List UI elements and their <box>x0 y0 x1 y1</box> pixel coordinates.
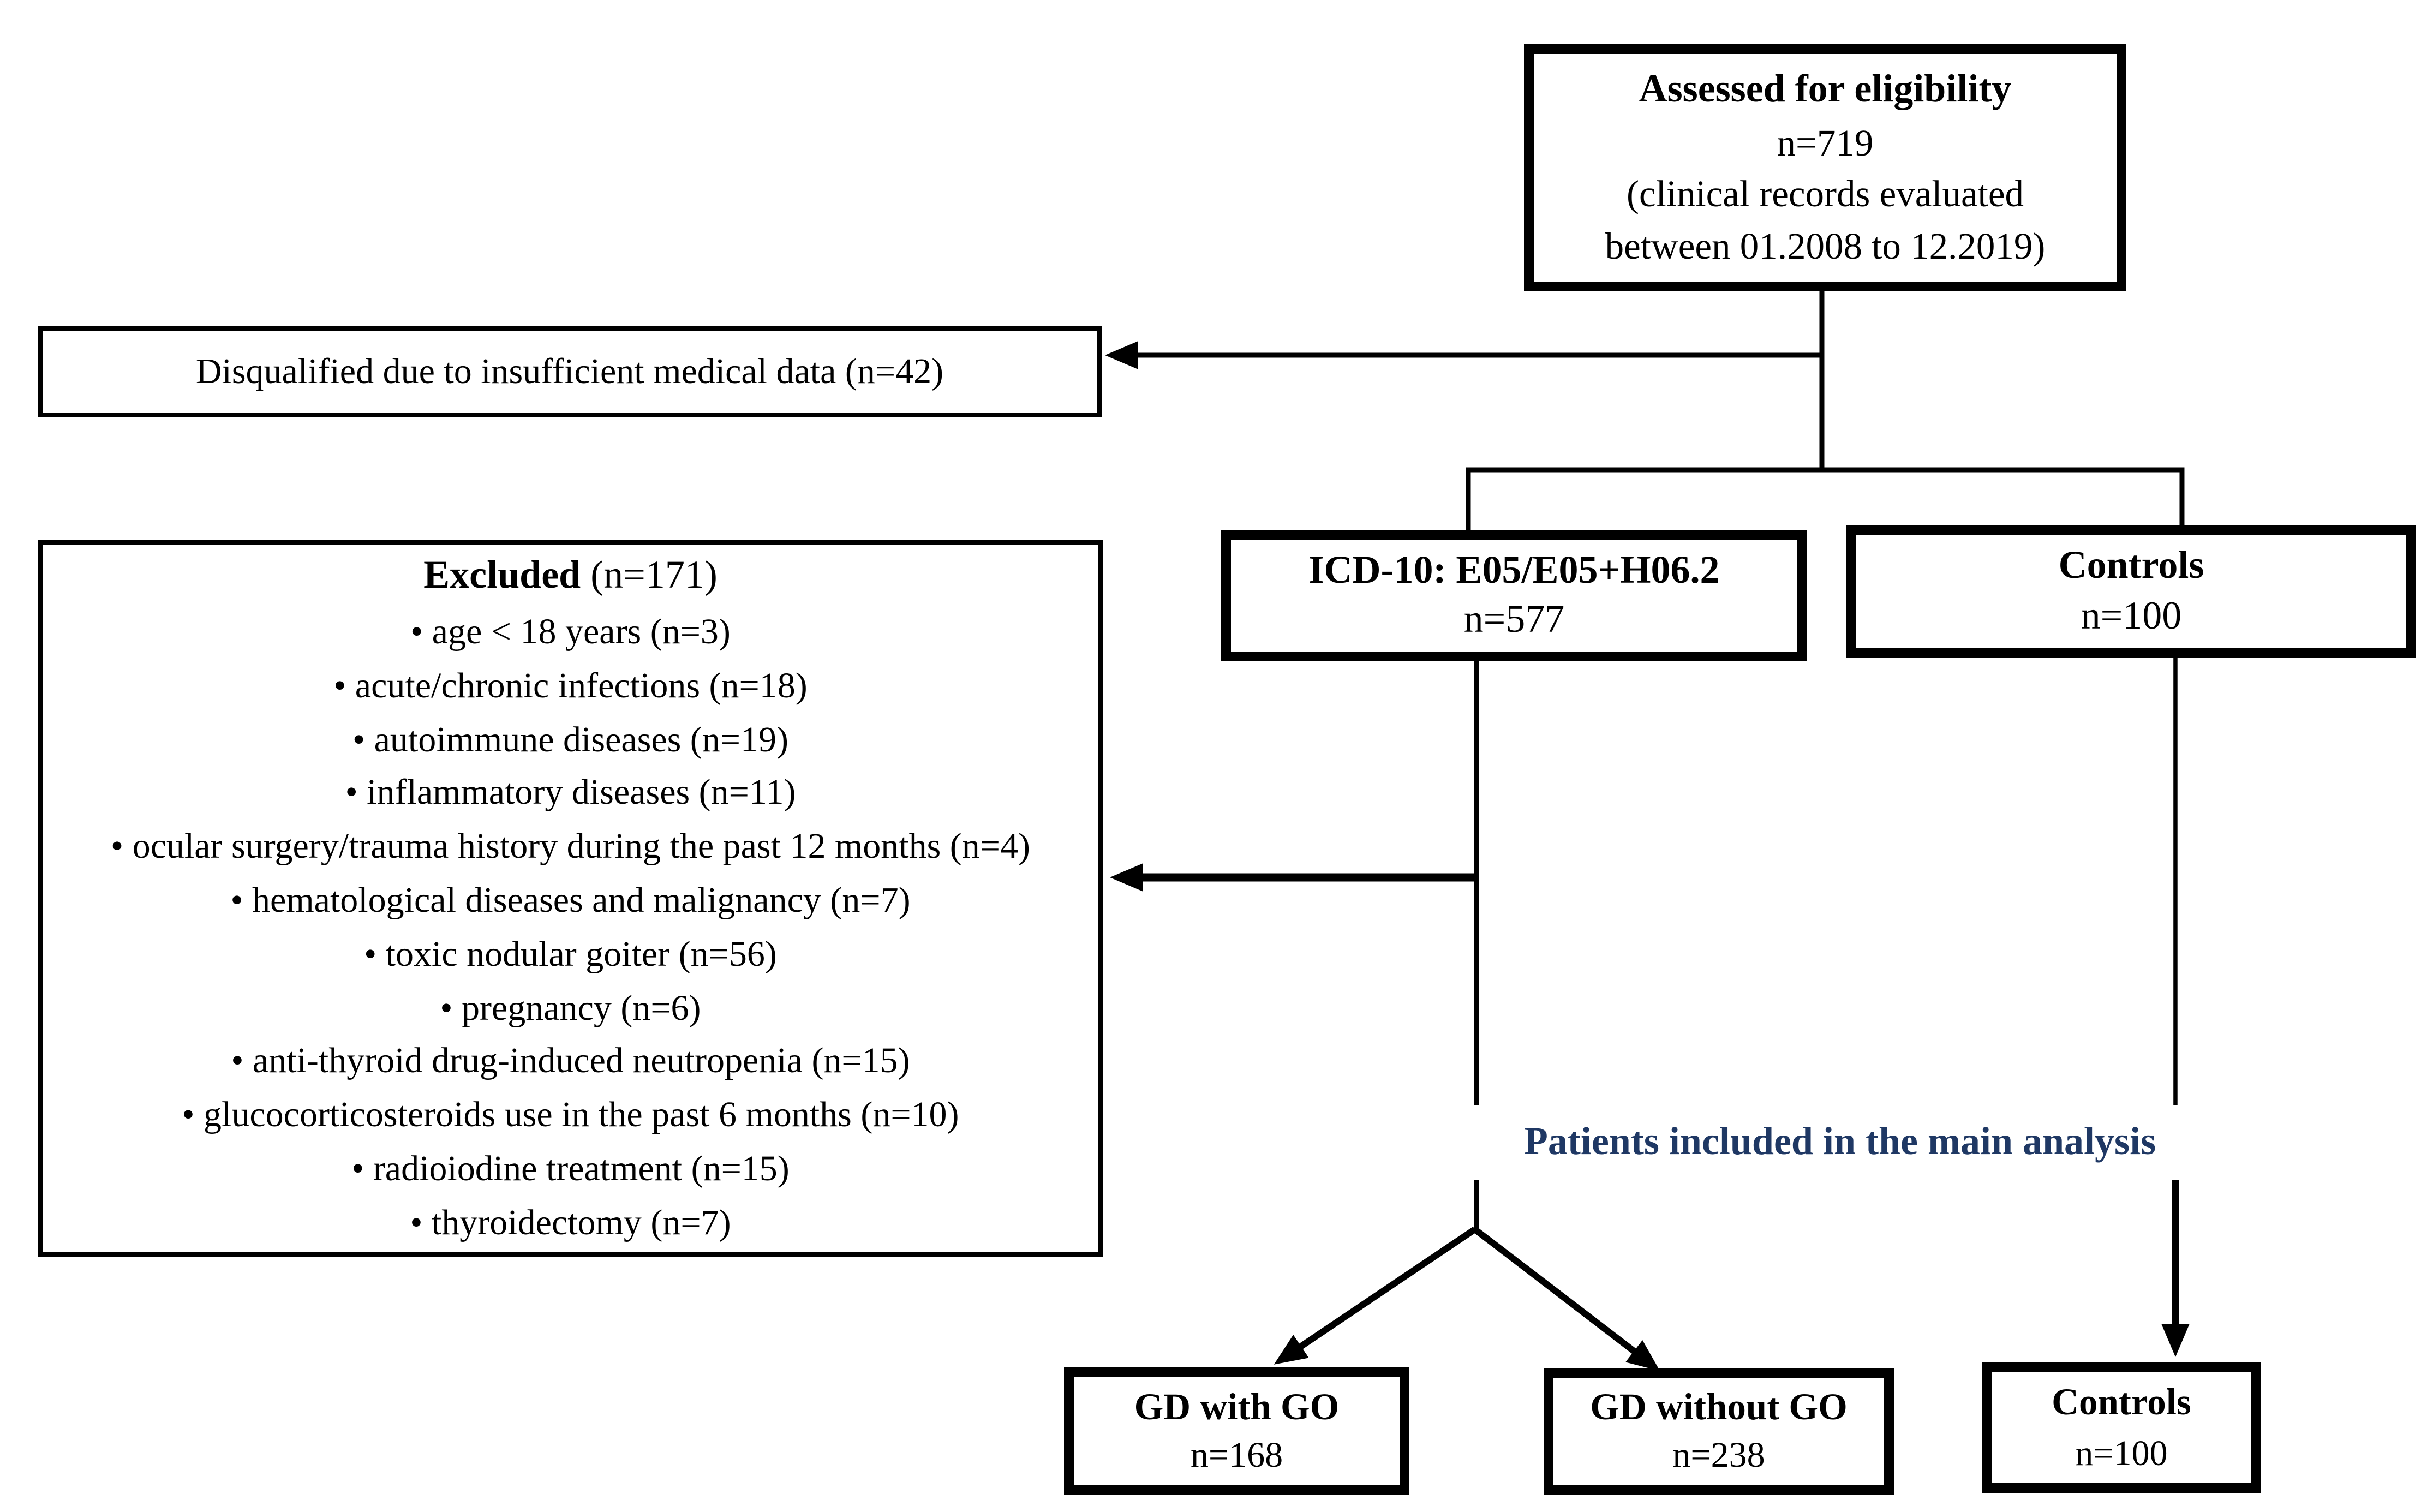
excluded-title-count: (n=171) <box>581 555 718 599</box>
controls-bottom-box: Controls n=100 <box>1982 1362 2261 1493</box>
controls-bottom-count: n=100 <box>2075 1432 2168 1473</box>
assessed-box: Assessed for eligibility n=719 (clinical… <box>1524 44 2126 291</box>
excluded-box: Excluded (n=171) • age < 18 years (n=3) … <box>38 540 1103 1257</box>
excluded-item: • radioiodine treatment (n=15) <box>351 1147 790 1188</box>
controls-top-title: Controls <box>2058 545 2204 588</box>
gd-with-go-box: GD with GO n=168 <box>1064 1367 1409 1495</box>
assessed-note-line1: (clinical records evaluated <box>1627 174 2024 215</box>
excluded-item: • glucocorticosteroids use in the past 6… <box>182 1093 959 1135</box>
icd10-title: ICD-10: E05/E05+H06.2 <box>1308 549 1720 593</box>
assessed-title: Assessed for eligibility <box>1639 69 2012 112</box>
assessed-note-line2: between 01.2008 to 12.2019) <box>1605 225 2046 266</box>
arrow-gd-with-go <box>1274 1226 1477 1365</box>
arrow-gd-without-go <box>1473 1227 1660 1371</box>
excluded-item: • ocular surgery/trauma history during t… <box>111 825 1030 866</box>
excluded-item: • inflammatory diseases (n=11) <box>345 772 796 813</box>
gd-with-go-title: GD with GO <box>1134 1385 1340 1427</box>
disqualified-box: Disqualified due to insufficient medical… <box>38 326 1102 417</box>
disqualified-label: Disqualified due to insufficient medical… <box>195 350 944 391</box>
excluded-item: • age < 18 years (n=3) <box>410 611 731 652</box>
gd-without-go-count: n=238 <box>1672 1435 1765 1476</box>
excluded-item: • toxic nodular goiter (n=56) <box>364 933 777 974</box>
excluded-item: • autoimmune diseases (n=19) <box>352 718 789 760</box>
controls-top-box: Controls n=100 <box>1846 525 2416 658</box>
gd-without-go-title: GD without GO <box>1590 1387 1848 1429</box>
icd10-count: n=577 <box>1463 599 1565 642</box>
main-analysis-label: Patients included in the main analysis <box>1462 1105 2218 1180</box>
gd-with-go-count: n=168 <box>1190 1434 1283 1475</box>
controls-bottom-title: Controls <box>2052 1382 2191 1423</box>
excluded-item: • acute/chronic infections (n=18) <box>333 664 808 706</box>
excluded-title: Excluded (n=171) <box>423 557 718 596</box>
icd10-box: ICD-10: E05/E05+H06.2 n=577 <box>1221 530 1807 661</box>
gd-without-go-box: GD without GO n=238 <box>1544 1368 1894 1495</box>
excluded-item: • pregnancy (n=6) <box>440 986 701 1027</box>
excluded-title-word: Excluded <box>423 555 581 599</box>
excluded-item: • thyroidectomy (n=7) <box>410 1200 731 1242</box>
excluded-item: • hematological diseases and malignancy … <box>230 878 911 920</box>
excluded-item: • anti-thyroid drug-induced neutropenia … <box>231 1039 910 1081</box>
controls-top-count: n=100 <box>2081 595 2182 638</box>
assessed-count: n=719 <box>1777 122 1874 163</box>
